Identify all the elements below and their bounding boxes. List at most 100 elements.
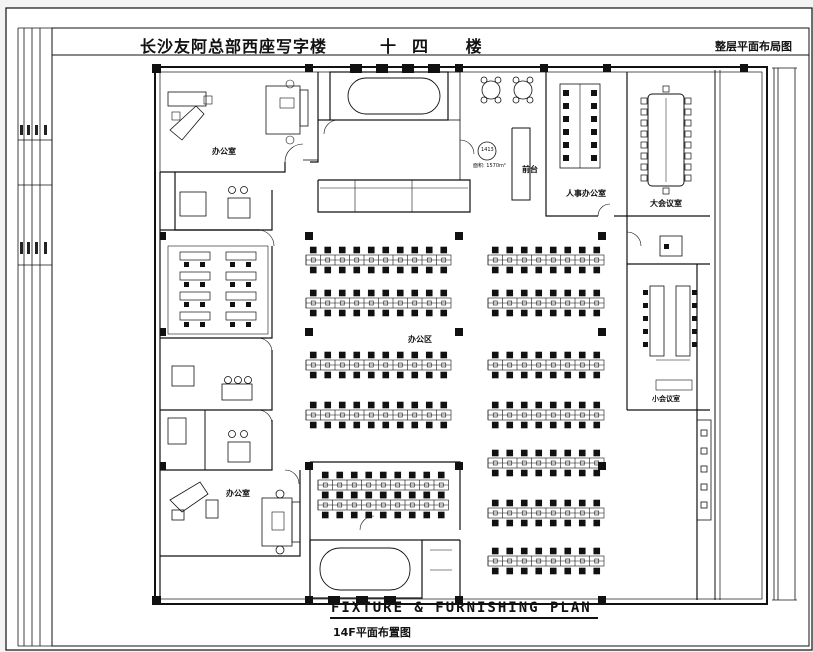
chair bbox=[578, 309, 586, 317]
monitor bbox=[507, 362, 513, 368]
chair bbox=[591, 90, 597, 96]
monitor bbox=[579, 558, 585, 564]
chair bbox=[491, 567, 499, 575]
chair bbox=[578, 289, 586, 297]
chair bbox=[593, 469, 601, 477]
chair bbox=[200, 302, 205, 307]
monitor bbox=[565, 412, 571, 418]
chair bbox=[593, 421, 601, 429]
chair bbox=[425, 289, 433, 297]
chair bbox=[684, 130, 692, 138]
chair bbox=[662, 187, 670, 195]
room-label-large-meeting: 大会议室 bbox=[650, 199, 682, 208]
chair bbox=[593, 309, 601, 317]
monitor bbox=[579, 460, 585, 466]
chair bbox=[593, 351, 601, 359]
workstation-cluster bbox=[305, 351, 452, 379]
chair bbox=[591, 142, 597, 148]
monitor bbox=[565, 460, 571, 466]
monitor bbox=[310, 300, 316, 306]
monitor bbox=[395, 502, 401, 508]
monitor bbox=[536, 362, 542, 368]
monitor bbox=[550, 300, 556, 306]
monitor bbox=[424, 482, 430, 488]
chair bbox=[230, 262, 235, 267]
room-label-open-office: 办公区 bbox=[408, 335, 432, 344]
chair bbox=[491, 547, 499, 555]
chair bbox=[324, 246, 332, 254]
desk bbox=[225, 251, 257, 261]
monitor bbox=[354, 300, 360, 306]
chair bbox=[379, 491, 387, 499]
monitor bbox=[424, 502, 430, 508]
chair bbox=[520, 519, 528, 527]
chair bbox=[353, 309, 361, 317]
monitor bbox=[492, 412, 498, 418]
chair bbox=[336, 471, 344, 479]
workstation-cluster bbox=[487, 547, 605, 575]
chair bbox=[425, 351, 433, 359]
desk bbox=[179, 291, 211, 301]
chair bbox=[564, 309, 572, 317]
chair bbox=[520, 449, 528, 457]
chair bbox=[535, 351, 543, 359]
chair bbox=[382, 289, 390, 297]
chair bbox=[564, 401, 572, 409]
chair bbox=[423, 511, 431, 519]
chair bbox=[684, 163, 692, 171]
monitor bbox=[426, 300, 432, 306]
chair bbox=[664, 244, 669, 249]
chair bbox=[549, 401, 557, 409]
workstation-cluster bbox=[487, 499, 605, 527]
chair bbox=[350, 471, 358, 479]
monitor bbox=[565, 362, 571, 368]
chair bbox=[396, 371, 404, 379]
chair bbox=[437, 491, 445, 499]
monitor bbox=[409, 502, 415, 508]
chair bbox=[411, 351, 419, 359]
chair bbox=[520, 469, 528, 477]
chair bbox=[692, 290, 697, 295]
monitor bbox=[565, 510, 571, 516]
monitor bbox=[550, 412, 556, 418]
chair bbox=[535, 421, 543, 429]
margin-notes bbox=[20, 125, 47, 254]
chair bbox=[324, 401, 332, 409]
monitor bbox=[536, 412, 542, 418]
chair bbox=[593, 266, 601, 274]
chair bbox=[309, 309, 317, 317]
chair bbox=[353, 371, 361, 379]
monitor bbox=[536, 460, 542, 466]
chair bbox=[367, 246, 375, 254]
chair bbox=[535, 547, 543, 555]
chair bbox=[593, 499, 601, 507]
desk bbox=[225, 271, 257, 281]
monitor bbox=[594, 300, 600, 306]
monitor bbox=[351, 482, 357, 488]
monitor bbox=[492, 362, 498, 368]
chair bbox=[684, 174, 692, 182]
chair bbox=[440, 371, 448, 379]
chair bbox=[394, 471, 402, 479]
monitor bbox=[337, 502, 343, 508]
monitor bbox=[339, 362, 345, 368]
chair bbox=[692, 303, 697, 308]
chair bbox=[564, 421, 572, 429]
workstation-cluster bbox=[487, 246, 605, 274]
monitor bbox=[368, 412, 374, 418]
monitor bbox=[426, 412, 432, 418]
chair bbox=[578, 351, 586, 359]
monitor bbox=[339, 300, 345, 306]
chair bbox=[535, 449, 543, 457]
chair bbox=[411, 309, 419, 317]
chair bbox=[230, 282, 235, 287]
chair bbox=[423, 491, 431, 499]
chair bbox=[564, 351, 572, 359]
monitor bbox=[412, 300, 418, 306]
chair bbox=[379, 511, 387, 519]
monitor bbox=[521, 412, 527, 418]
chair bbox=[425, 266, 433, 274]
large-meeting-room bbox=[647, 93, 685, 187]
chair bbox=[549, 567, 557, 575]
chair bbox=[491, 371, 499, 379]
